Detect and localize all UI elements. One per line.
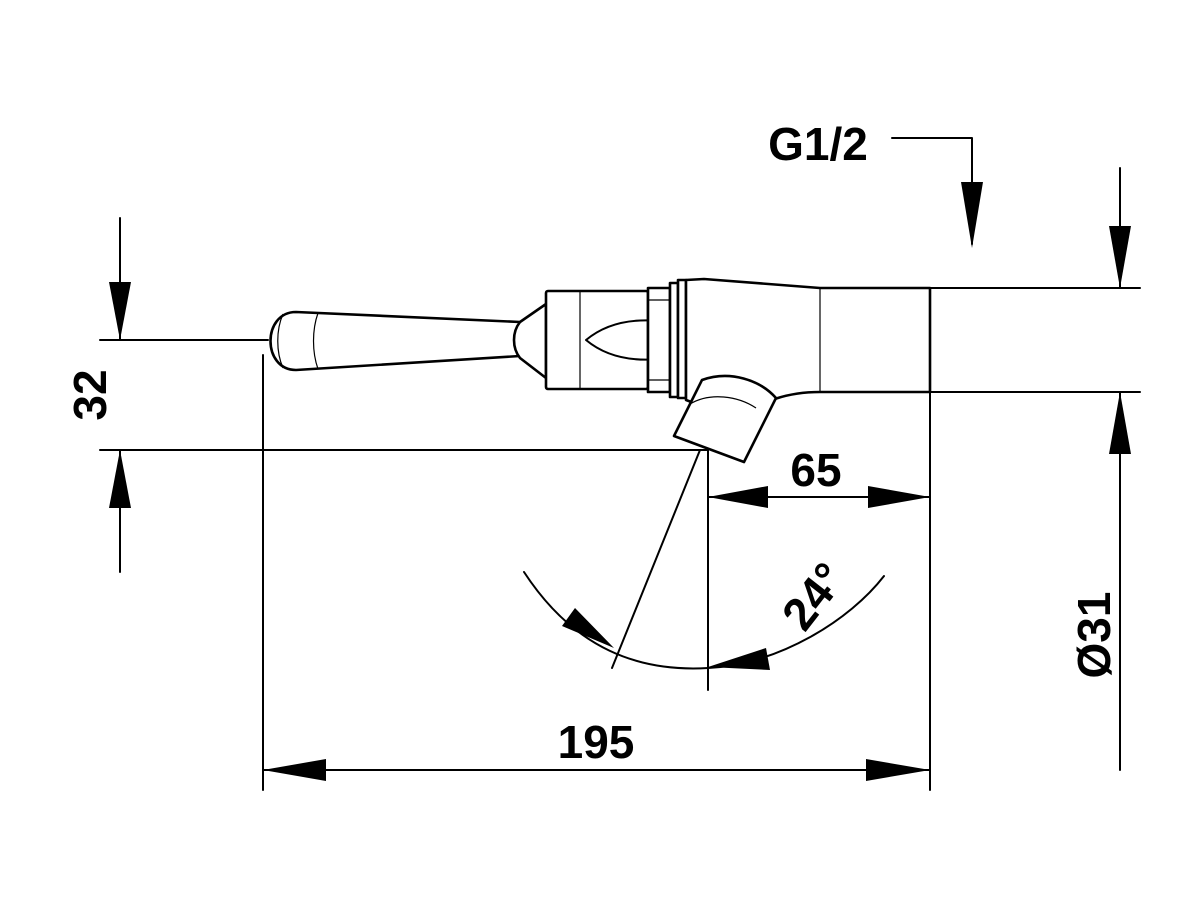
valve-head: [544, 289, 650, 391]
extension-lines: [99, 287, 1141, 791]
thread-label: G1/2: [768, 118, 868, 170]
thread-callout: G1/2: [768, 118, 983, 248]
dimension-diameter: Ø31: [1068, 167, 1131, 771]
dim-32-label: 32: [64, 369, 116, 420]
handle-knob: [512, 302, 548, 380]
tap-body: [269, 277, 932, 464]
lever-handle: [269, 310, 522, 372]
dim-65-label: 65: [790, 444, 841, 496]
dimension-32: 32: [64, 217, 131, 573]
spout: [672, 374, 778, 464]
dim-angle-label: 24°: [771, 553, 855, 640]
dim-195-label: 195: [558, 716, 635, 768]
dimension-65: 65: [707, 444, 931, 508]
dimension-angle: 24°: [523, 553, 885, 670]
dim-diameter-label: Ø31: [1068, 592, 1120, 679]
dimension-195: 195: [262, 716, 931, 781]
